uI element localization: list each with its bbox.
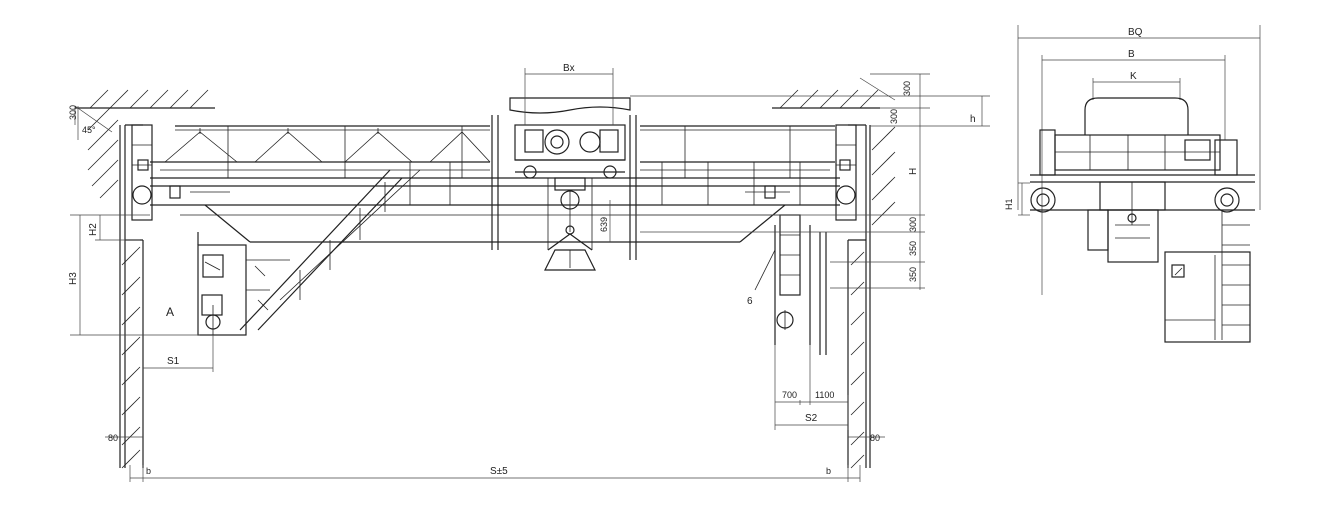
dim-bq: BQ [1128, 27, 1143, 38]
dim-h1: H1 [1004, 198, 1014, 210]
label-view-a: A [166, 305, 174, 319]
dim-1100: 1100 [815, 390, 834, 400]
dim-k: K [1130, 71, 1137, 82]
dim-b: B [1128, 49, 1135, 60]
dim-bx: Bx [563, 63, 575, 74]
dim-h2: H2 [88, 223, 99, 236]
dimension-lines [70, 68, 990, 482]
right-ladder [754, 214, 827, 355]
left-wall [74, 89, 215, 469]
dim-span: S±5 [490, 466, 508, 477]
dim-h-small: h [970, 114, 976, 125]
trolley [509, 97, 631, 271]
dim-300-right-top: 300 [902, 81, 912, 96]
right-wall [772, 89, 896, 469]
dim-h3: H3 [68, 272, 79, 285]
dim-80-left: 80 [108, 433, 118, 443]
dim-s1: S1 [167, 356, 180, 367]
dim-300-right: 300 [889, 109, 899, 124]
dim-300-top-left: 300 [68, 105, 78, 120]
label-callout-6: 6 [747, 296, 753, 307]
dimension-labels: Bx 300 45° 300 300 h H 639 300 350 350 H… [68, 63, 976, 477]
bridge-girder [131, 115, 857, 260]
dim-700: 700 [782, 390, 797, 400]
dim-b-right: b [826, 466, 831, 476]
dim-350-a: 350 [908, 241, 918, 256]
dim-350-b: 350 [908, 267, 918, 282]
dim-angle-45: 45° [82, 125, 96, 135]
dim-h: H [908, 168, 919, 175]
dim-300-lower: 300 [908, 217, 918, 232]
dim-b-left: b [146, 466, 151, 476]
dim-s2: S2 [805, 413, 818, 424]
dim-80-right: 80 [870, 433, 880, 443]
side-view: BQ B K H1 [1004, 25, 1261, 343]
cab-and-stairs [197, 169, 421, 336]
dim-639: 639 [599, 217, 609, 232]
